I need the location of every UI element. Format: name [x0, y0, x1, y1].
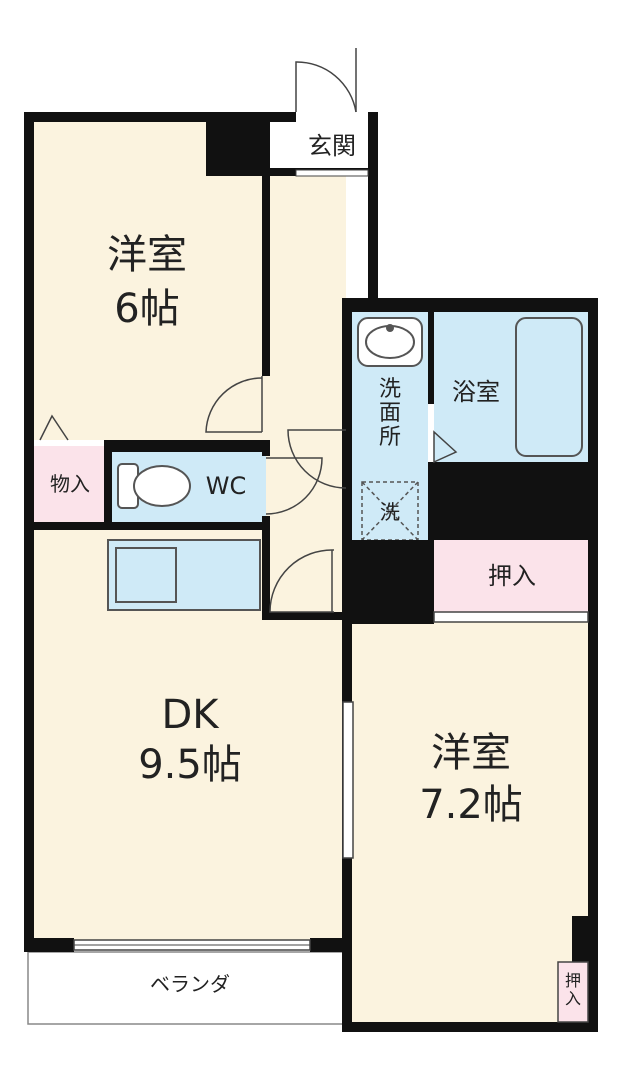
room-western-72-size: 7.2帖 — [419, 782, 523, 828]
room-western-6-name: 洋室 — [107, 232, 187, 278]
door-swings — [39, 48, 458, 613]
dk-floor — [34, 618, 346, 944]
entrance-floor — [296, 122, 368, 176]
dk-sliding-door — [342, 701, 354, 859]
wc-label: WC — [205, 472, 247, 500]
kitchen-sink — [115, 547, 177, 603]
dk-size: 9.5帖 — [138, 742, 242, 788]
dk-name: DK — [161, 692, 219, 738]
walls — [24, 112, 598, 1032]
corridor-floor — [266, 176, 346, 618]
closet-small-char-1: 押 — [564, 971, 581, 990]
entrance-label: 玄関 — [308, 132, 356, 160]
washroom-char-3: 所 — [378, 425, 401, 451]
storage-floor — [34, 446, 104, 522]
closet-small-char-2: 入 — [564, 988, 581, 1008]
closet-label: 押入 — [488, 562, 536, 590]
room-western-72-floor — [352, 622, 588, 1022]
toilet-bowl — [133, 465, 191, 507]
storage-label: 物入 — [50, 472, 90, 496]
entrance-sill — [295, 169, 369, 177]
closet-doors — [433, 611, 589, 623]
closet-small-label: 押 入 — [563, 972, 583, 1007]
room-western-6-size: 6帖 — [114, 286, 180, 332]
veranda-area — [27, 951, 347, 1025]
closet-floor — [434, 540, 588, 616]
bathtub — [515, 317, 583, 457]
washroom-char-1: 洗 — [378, 377, 401, 402]
washroom-char-2: 面 — [378, 401, 401, 427]
bath-label: 浴室 — [452, 378, 500, 406]
veranda-label: ベランダ — [150, 972, 230, 996]
washroom-label: 洗 面 所 — [375, 377, 405, 451]
washer-label: 洗 — [380, 500, 400, 524]
room-western-72-name: 洋室 — [431, 730, 511, 776]
closet-small-floor — [558, 962, 588, 1022]
